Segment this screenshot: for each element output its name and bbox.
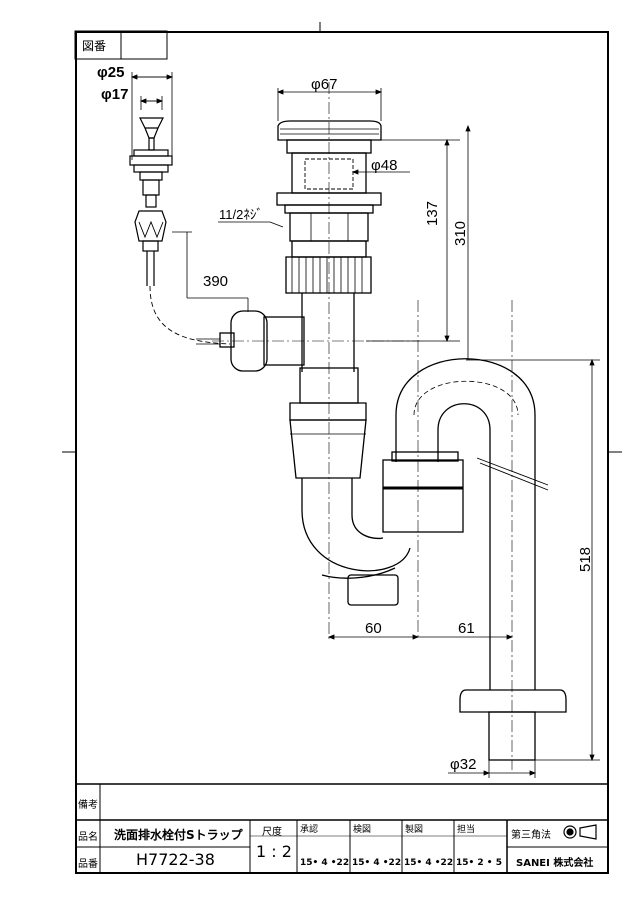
dim-d48: φ48 [371, 157, 398, 174]
dim-310: 310 [452, 220, 469, 246]
check-label: 検図 [353, 825, 372, 835]
hinmei-value: 洗面排水栓付Sトラップ [114, 828, 243, 842]
dim-137: 137 [424, 200, 441, 226]
company-name: SANEI 株式会社 [516, 858, 594, 869]
zuban-label: 図番 [82, 39, 107, 53]
dim-thread: 11/2ﾈｼﾞ [219, 207, 263, 222]
charge-date: 15• 2 • 5 [456, 858, 502, 868]
title-block-lines [75, 783, 609, 874]
charge-label: 担当 [457, 825, 476, 835]
approve-label: 承認 [300, 825, 319, 835]
dim-d25: φ25 [97, 64, 125, 81]
third-angle-projection-icon [563, 824, 597, 840]
drawing-frame [75, 31, 609, 874]
hinban-label: 品番 [78, 859, 98, 870]
center-lines [212, 82, 513, 770]
scale-value: 1 : 2 [256, 842, 292, 861]
dim-lines-right [218, 88, 600, 778]
draw-date: 15• 4 •22 [404, 858, 454, 868]
draw-label: 製図 [405, 825, 424, 835]
projection-label: 第三角法 [511, 830, 551, 841]
dim-390: 390 [203, 273, 229, 290]
hinmei-label: 品名 [78, 832, 98, 843]
dim-d67: φ67 [311, 76, 338, 93]
dim-d32: φ32 [450, 756, 477, 773]
check-date: 15• 4 •22 [352, 858, 402, 868]
hinban-value: H7722-38 [136, 850, 215, 869]
dim-lines-left [130, 74, 249, 312]
popup-rod-part [129, 72, 231, 345]
dim-518: 518 [577, 546, 594, 572]
approve-date: 15• 4 •22 [300, 858, 350, 868]
dim-d17: φ17 [101, 86, 129, 103]
bikou-label: 備考 [78, 800, 98, 811]
scale-label: 尺度 [262, 827, 282, 838]
dim-60: 60 [365, 620, 382, 637]
dim-61: 61 [458, 620, 475, 637]
